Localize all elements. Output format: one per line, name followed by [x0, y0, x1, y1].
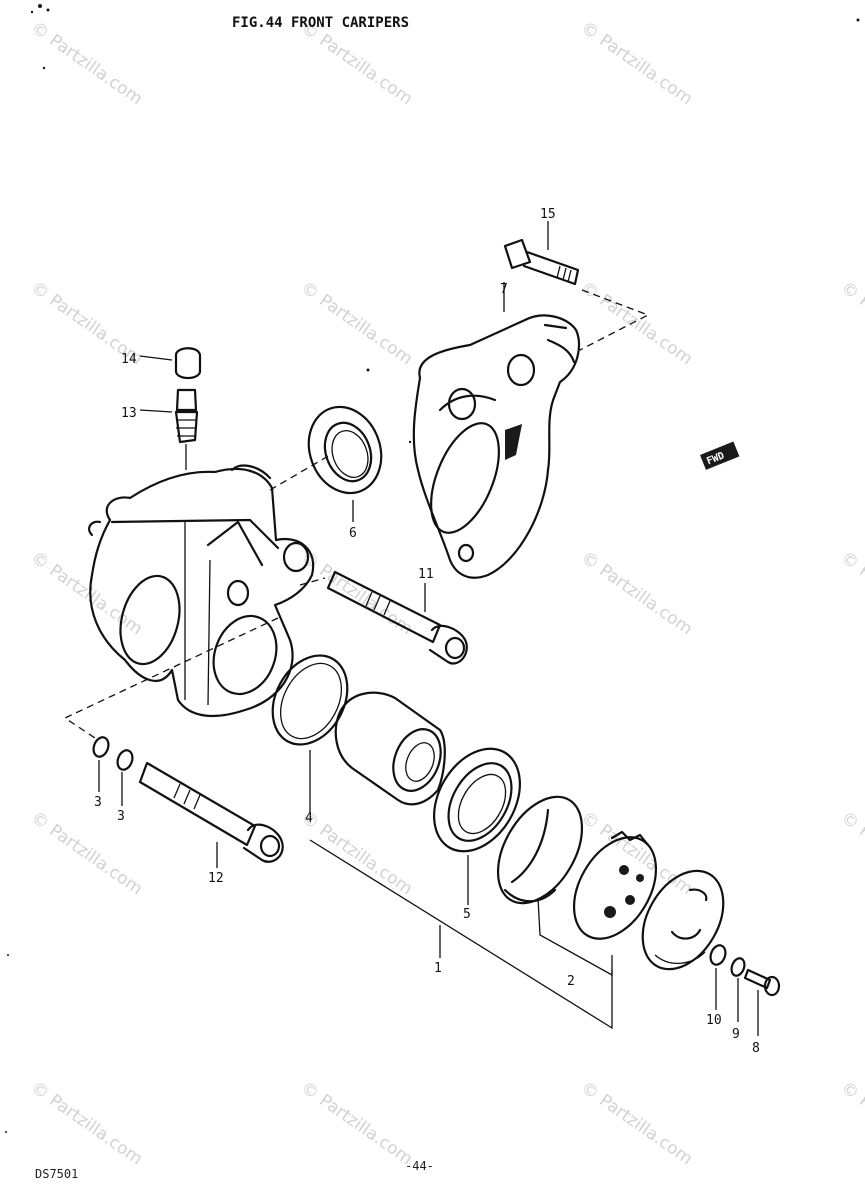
leader-pin-12: [63, 617, 279, 739]
watermark-text: © Partzilla.com: [27, 18, 146, 110]
leader-bolt-15: [579, 289, 650, 351]
group-bracket-1: [309, 839, 613, 1030]
screw-8[interactable]: [743, 968, 781, 1036]
callout-2: 2: [567, 974, 575, 989]
callout-10: 10: [706, 1013, 722, 1028]
watermark-text: © Partzilla.com: [27, 808, 146, 900]
bolt-15[interactable]: [503, 221, 580, 286]
dust-seal-6[interactable]: [297, 397, 393, 522]
slide-pin-12[interactable]: [138, 761, 284, 868]
watermark-text: © Partzilla.com: [577, 548, 696, 640]
watermark-text: © Partzilla.com: [297, 1078, 416, 1170]
callout-14: 14: [121, 352, 137, 367]
washer-9[interactable]: [729, 956, 746, 1022]
watermark-text: © Partzilla.com: [297, 18, 416, 110]
callout-6: 6: [349, 526, 357, 541]
page-number: -44-: [405, 1159, 434, 1173]
watermark-text: © Partzilla.com: [577, 1078, 696, 1170]
watermark-text: © Partzilla.com: [837, 548, 865, 640]
piston[interactable]: [334, 691, 450, 806]
leader-seal-6: [269, 454, 331, 491]
callout-3a: 3: [94, 795, 102, 810]
callout-12: 12: [208, 871, 224, 886]
callout-7: 7: [500, 282, 508, 297]
caliper-body[interactable]: [88, 464, 315, 717]
pad-shim[interactable]: [626, 857, 740, 984]
piston-boot-5[interactable]: [417, 733, 538, 905]
callout-1: 1: [434, 961, 442, 976]
callout-3b: 3: [117, 809, 125, 824]
figure-title: FIG.44 FRONT CARIPERS: [232, 15, 409, 31]
callout-9: 9: [732, 1027, 740, 1042]
callout-11: 11: [418, 567, 434, 582]
slide-pin-11[interactable]: [326, 570, 468, 665]
watermark-text: © Partzilla.com: [577, 18, 696, 110]
callout-15: 15: [540, 207, 556, 222]
watermark-text: © Partzilla.com: [27, 1078, 146, 1170]
callout-4: 4: [305, 811, 313, 826]
watermark-text: © Partzilla.com: [577, 278, 696, 370]
watermark-text: © Partzilla.com: [837, 1078, 865, 1170]
watermark-text: © Partzilla.com: [837, 808, 865, 900]
watermark-text: © Partzilla.com: [297, 278, 416, 370]
scan-speckles: [5, 4, 860, 1133]
callout-5: 5: [463, 907, 471, 922]
caliper-bracket-7[interactable]: [412, 282, 581, 579]
brake-pad-2[interactable]: [481, 782, 673, 977]
watermark-text: © Partzilla.com: [297, 548, 416, 640]
watermark-text: © Partzilla.com: [297, 808, 416, 900]
forward-arrow-badge: FWD: [700, 441, 740, 470]
watermark-text: © Partzilla.com: [837, 278, 865, 370]
bleeder-cap-14[interactable]: [139, 347, 202, 380]
bleeder-valve-13[interactable]: [139, 388, 199, 470]
callout-13: 13: [121, 406, 137, 421]
leader-pin-11: [299, 577, 326, 586]
watermark-layer: © Partzilla.com © Partzilla.com © Partzill…: [27, 18, 865, 1170]
watermark-text: © Partzilla.com: [27, 548, 146, 640]
watermark-text: © Partzilla.com: [577, 808, 696, 900]
footer-code: DS7501: [35, 1167, 78, 1181]
washer-3b[interactable]: [115, 748, 135, 806]
washer-10[interactable]: [708, 943, 728, 1010]
washer-3a[interactable]: [91, 735, 111, 792]
piston-seal-4[interactable]: [258, 643, 362, 812]
callout-8: 8: [752, 1041, 760, 1056]
